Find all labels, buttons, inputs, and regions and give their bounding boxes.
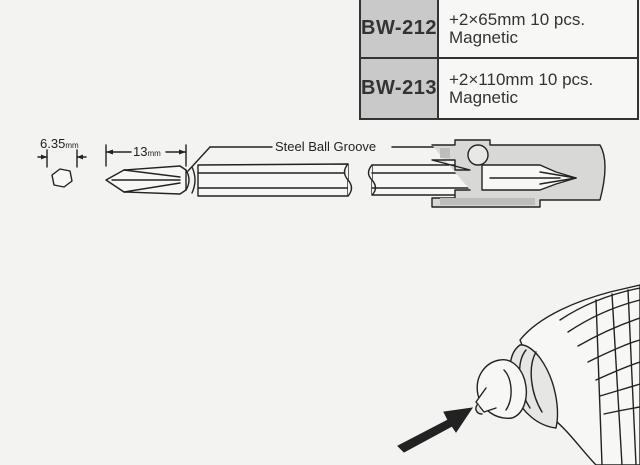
screwdriver-illustration [475, 284, 640, 465]
model-size-line: +2×65mm 10 pcs. [449, 9, 586, 29]
hex-size-unit: mm [65, 141, 79, 150]
tip-length-unit: mm [147, 149, 161, 158]
model-code: BW-213 [361, 59, 439, 118]
tip-length-dimension [105, 144, 187, 167]
pointer-arrow-icon [397, 407, 474, 453]
spec-row: BW-212 +2×65mm 10 pcs. Magnetic [361, 0, 637, 59]
spec-table: BW-212 +2×65mm 10 pcs. Magnetic BW-213 +… [359, 0, 639, 120]
spec-row: BW-213 +2×110mm 10 pcs. Magnetic [361, 59, 637, 118]
bit-left [105, 163, 353, 197]
model-code: BW-212 [361, 0, 439, 57]
model-description: +2×65mm 10 pcs. Magnetic [439, 0, 637, 57]
model-size-line: +2×110mm 10 pcs. [449, 69, 594, 89]
hex-size-label: 6.35mm [40, 136, 79, 151]
tip-length-label: 13mm [133, 144, 161, 159]
hex-cross-section [37, 149, 87, 188]
model-feature-line: Magnetic [449, 27, 518, 47]
hex-size-value: 6.35 [40, 136, 65, 151]
groove-label: Steel Ball Groove [275, 139, 376, 154]
bit-holder-section [431, 139, 606, 208]
tip-length-value: 13 [133, 144, 147, 159]
model-feature-line: Magnetic [449, 87, 518, 107]
model-description: +2×110mm 10 pcs. Magnetic [439, 59, 637, 118]
